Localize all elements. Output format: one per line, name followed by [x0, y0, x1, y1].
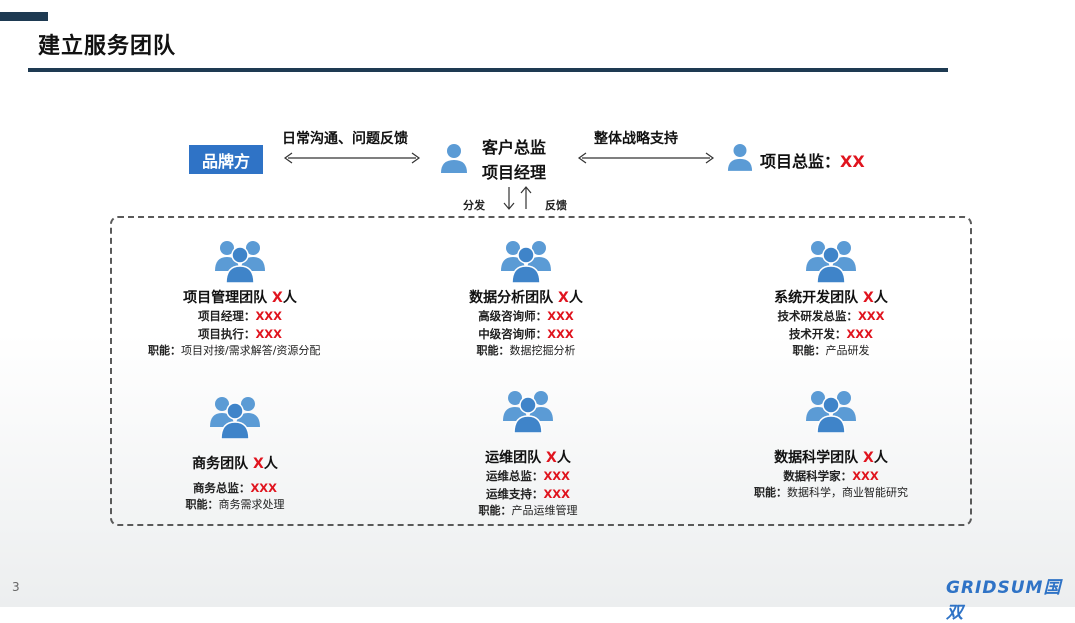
team-group-icon — [215, 241, 265, 283]
team-group-icon — [503, 391, 553, 433]
center-role-customer-director: 客户总监 — [482, 138, 547, 157]
team-role-line: 商务总监：XXX — [192, 481, 278, 495]
gridsum-logo: GRIDSUM国双 — [946, 578, 1062, 623]
distribute-label: 分发 — [463, 199, 485, 212]
team-duty: 职能：产品运维管理 — [478, 504, 578, 517]
team-duty: 职能：产品研发 — [792, 344, 870, 357]
team-group-icon — [806, 391, 856, 433]
team-name: 商务团队 X人 — [192, 456, 278, 472]
double-arrow-right — [577, 152, 715, 164]
team-duty: 职能：项目对接/需求解答/资源分配 — [148, 344, 321, 357]
team-name: 系统开发团队 X人 — [774, 290, 888, 306]
team-group-icon — [210, 397, 260, 439]
team-duty: 职能：数据科学，商业智能研究 — [754, 486, 908, 499]
project-director: 项目总监：XX — [760, 148, 865, 172]
person-icon — [727, 144, 753, 171]
team-role-line: 中级咨询师：XXX — [478, 327, 574, 341]
project-director-value: XX — [840, 152, 865, 171]
center-role-project-manager: 项目经理 — [482, 163, 547, 182]
up-down-arrows — [503, 186, 532, 210]
project-director-label: 项目总监： — [760, 152, 841, 171]
team-role-line: 技术研发总监：XXX — [777, 309, 885, 323]
header-accent-bar — [0, 12, 48, 21]
team-group-icon — [806, 241, 856, 283]
team-role-line: 项目执行：XXX — [197, 327, 283, 341]
team-card-operations: 运维团队 X人 运维总监：XXX 运维支持：XXX 职能：产品运维管理 — [408, 387, 648, 518]
team-name: 数据分析团队 X人 — [469, 290, 583, 306]
team-name: 数据科学团队 X人 — [774, 450, 888, 466]
team-duty: 职能：商务需求处理 — [185, 498, 285, 511]
title-divider — [28, 68, 948, 72]
team-role-line: 运维支持：XXX — [485, 487, 571, 501]
double-arrow-left — [283, 152, 421, 164]
team-name: 项目管理团队 X人 — [183, 290, 297, 306]
team-duty: 职能：数据挖掘分析 — [476, 344, 576, 357]
teams-container — [110, 216, 972, 526]
team-card-data-science: 数据科学团队 X人 数据科学家：XXX 职能：数据科学，商业智能研究 — [711, 387, 951, 500]
page-title: 建立服务团队 — [38, 34, 177, 59]
feedback-label: 反馈 — [545, 199, 567, 212]
team-card-data-analysis: 数据分析团队 X人 高级咨询师：XXX 中级咨询师：XXX 职能：数据挖掘分析 — [406, 237, 646, 358]
team-card-system-development: 系统开发团队 X人 技术研发总监：XXX 技术开发：XXX 职能：产品研发 — [711, 237, 951, 358]
team-group-icon — [501, 241, 551, 283]
team-role-line: 项目经理：XXX — [197, 309, 283, 323]
left-link-label: 日常沟通、问题反馈 — [282, 131, 408, 147]
brand-box: 品牌方 — [189, 145, 263, 174]
team-card-business: 商务团队 X人 商务总监：XXX 职能：商务需求处理 — [115, 393, 355, 512]
person-icon — [441, 144, 467, 173]
team-card-project-management: 项目管理团队 X人 项目经理：XXX 项目执行：XXX 职能：项目对接/需求解答… — [120, 237, 360, 358]
page-number: 3 — [12, 580, 20, 594]
team-role-line: 数据科学家：XXX — [783, 469, 879, 483]
right-link-label: 整体战略支持 — [594, 131, 678, 147]
team-role-line: 技术开发：XXX — [788, 327, 874, 341]
team-role-line: 运维总监：XXX — [485, 469, 571, 483]
team-role-line: 高级咨询师：XXX — [478, 309, 574, 323]
team-name: 运维团队 X人 — [485, 450, 571, 466]
